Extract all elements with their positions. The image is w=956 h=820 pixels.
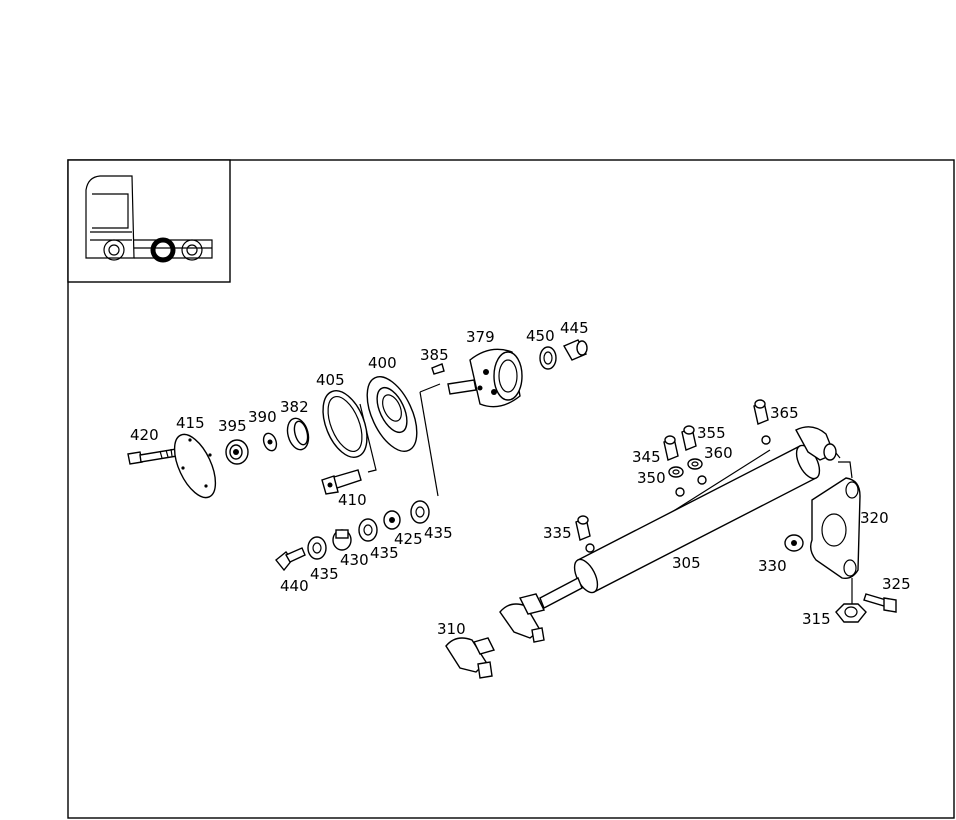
label-385: 385 — [420, 346, 449, 364]
label-382: 382 — [280, 398, 309, 416]
part-365-fitting — [753, 399, 769, 425]
part-435-washer-a — [307, 536, 327, 560]
part-400-flange — [366, 376, 418, 452]
label-440: 440 — [280, 577, 309, 595]
part-345-fitting — [663, 435, 679, 461]
part-382-cap — [286, 417, 310, 451]
part-435-washer-c — [410, 500, 430, 524]
part-415-cover-plate — [173, 433, 217, 499]
highlighted-axle-marker — [150, 237, 176, 263]
truck-locator-inset — [67, 159, 231, 283]
label-435-c: 435 — [424, 524, 453, 542]
part-440-bolt — [275, 547, 306, 572]
part-310-ball-joint-rod — [499, 593, 546, 643]
part-395-nut — [225, 439, 249, 465]
label-315: 315 — [802, 610, 831, 628]
part-360-washer — [687, 458, 703, 470]
part-315-nut — [835, 603, 867, 623]
label-325: 325 — [882, 575, 911, 593]
part-320-bracket-joint — [795, 426, 837, 461]
part-410-bolt — [321, 469, 362, 495]
label-350: 350 — [637, 469, 666, 487]
part-355-fitting — [681, 425, 697, 451]
label-435-b: 435 — [370, 544, 399, 562]
part-385-key — [431, 363, 445, 375]
label-395: 395 — [218, 417, 247, 435]
label-365: 365 — [770, 404, 799, 422]
part-420-bolt — [127, 448, 178, 465]
label-345: 345 — [632, 448, 661, 466]
part-330-washer — [784, 534, 804, 552]
label-445: 445 — [560, 319, 589, 337]
part-305-cylinder — [539, 435, 821, 609]
label-360: 360 — [704, 444, 733, 462]
label-405: 405 — [316, 371, 345, 389]
part-310-ball-joint — [445, 637, 496, 679]
label-435-a: 435 — [310, 565, 339, 583]
label-450: 450 — [526, 327, 555, 345]
label-305: 305 — [672, 554, 701, 572]
part-320-bracket — [809, 477, 861, 580]
label-310: 310 — [437, 620, 466, 638]
part-405-gasket — [322, 390, 368, 458]
diagram-frame — [67, 159, 955, 819]
label-410: 410 — [338, 491, 367, 509]
label-430: 430 — [340, 551, 369, 569]
part-335-fitting — [575, 515, 591, 541]
label-330: 330 — [758, 557, 787, 575]
part-325-bolt — [863, 593, 897, 613]
part-450-washer — [539, 346, 557, 370]
part-379-pump — [447, 348, 523, 408]
part-435-washer-b — [358, 518, 378, 542]
part-445-fitting — [563, 339, 588, 361]
part-430-plug — [332, 529, 352, 551]
label-379: 379 — [466, 328, 495, 346]
label-400: 400 — [368, 354, 397, 372]
label-320: 320 — [860, 509, 889, 527]
callout-labels: 420 415 395 390 382 405 400 385 379 450 … — [130, 319, 911, 638]
part-425-fitting — [383, 510, 401, 530]
label-335: 335 — [543, 524, 572, 542]
label-415: 415 — [176, 414, 205, 432]
label-390: 390 — [248, 408, 277, 426]
label-425: 425 — [394, 530, 423, 548]
label-355: 355 — [697, 424, 726, 442]
label-420: 420 — [130, 426, 159, 444]
part-390-washer — [262, 432, 278, 452]
part-350-washer — [668, 466, 684, 478]
